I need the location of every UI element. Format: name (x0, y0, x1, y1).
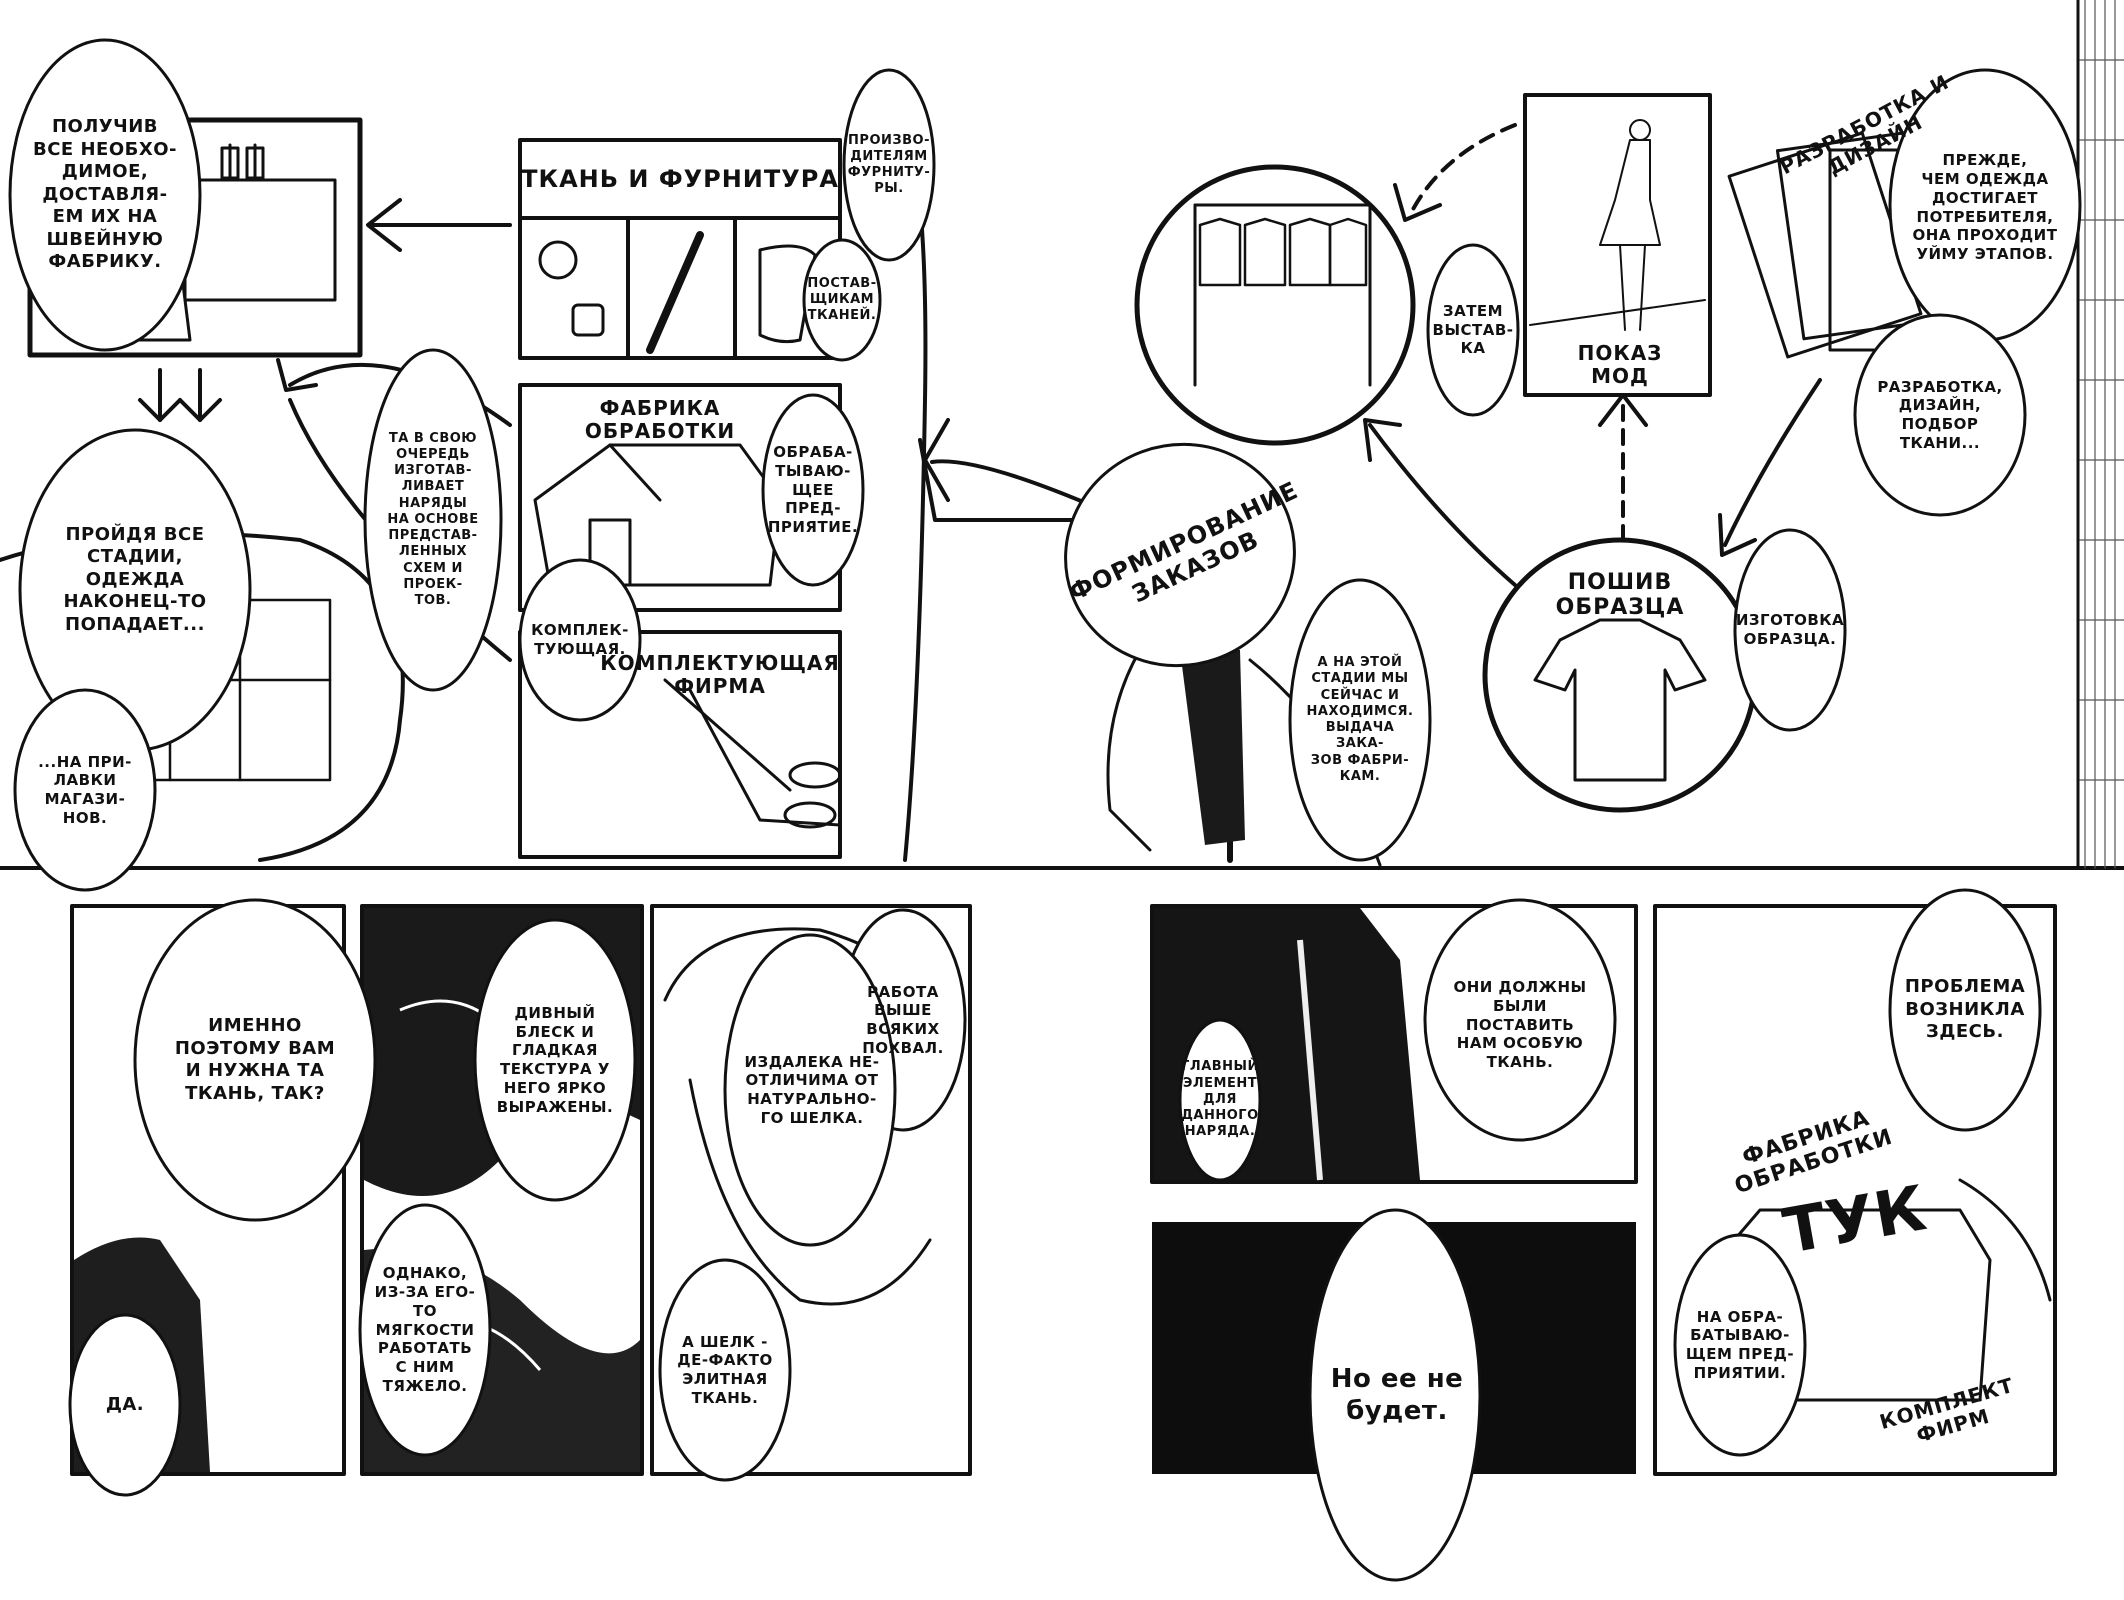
component-box (518, 630, 842, 859)
speech-bubble-p4-special: ОНИ ДОЛЖНЫ БЫЛИ ПОСТАВИТЬ НАМ ОСОБУЮ ТКА… (1453, 978, 1587, 1072)
panel-4 (1150, 904, 1638, 1184)
speech-bubble-p4-element: ГЛАВНЫЙ ЭЛЕМЕНТ ДЛЯ ДАННОГО НАРЯДА. (1181, 1059, 1259, 1140)
component-firm-caption: КОМПЛЕКТУЮЩАЯ ФИРМА (600, 651, 840, 698)
speech-bubble-shelves: ...НА ПРИ- ЛАВКИ МАГАЗИ- НОВ. (38, 752, 132, 827)
fashion-show-caption: ПОКАЗ МОД (1577, 341, 1663, 388)
speech-bubble-development: РАЗРАБОТКА, ДИЗАЙН, ПОДБОР ТКАНИ... (1877, 377, 2003, 452)
speech-bubble-p2-top: ДИВНЫЙ БЛЕСК И ГЛАДКАЯ ТЕКСТУРА У НЕГО Я… (496, 1003, 614, 1116)
speech-bubble-this-stage: А НА ЭТОЙ СТАДИИ МЫ СЕЙЧАС И НАХОДИМСЯ. … (1306, 655, 1414, 784)
speech-bubble-p5-problem: ПРОБЛЕМА ВОЗНИКЛА ЗДЕСЬ. (1904, 976, 2026, 1043)
speech-bubble-p5-at: НА ОБРА- БАТЫВАЮ- ЩЕМ ПРЕД- ПРИЯТИИ. (1685, 1307, 1795, 1382)
speech-bubble-p3-elite: А ШЕЛК - ДЕ-ФАКТО ЭЛИТНАЯ ТКАНЬ. (677, 1332, 773, 1407)
speech-bubble-p2-bottom: ОДНАКО, ИЗ-ЗА ЕГО-ТО МЯГКОСТИ РАБОТАТЬ С… (374, 1264, 476, 1395)
panel-2 (360, 904, 644, 1476)
grid-strip (2079, 0, 2124, 869)
rack-circle (1134, 164, 1416, 446)
fabric-trim-caption: ТКАНЬ И ФУРНИТУРА (521, 165, 839, 194)
panel-1 (70, 904, 346, 1476)
speech-bubble-p6: Но ее не будет. (1330, 1363, 1464, 1427)
speech-bubble-trim-makers: ПРОИЗВО- ДИТЕЛЯМ ФУРНИТУ- РЫ. (847, 132, 931, 197)
speech-bubble-in-turn: ТА В СВОЮ ОЧЕРЕДЬ ИЗГОТАВ- ЛИВАЕТ НАРЯДЫ… (387, 430, 479, 609)
speech-bubble-received: ПОЛУЧИВ ВСЕ НЕОБХО- ДИМОЕ, ДОСТАВЛЯ- ЕМ … (32, 116, 178, 273)
speech-bubble-processing: ОБРАБА- ТЫВАЮ- ЩЕЕ ПРЕД- ПРИЯТИЕ. (767, 443, 859, 537)
fashion-show-card (1523, 93, 1712, 397)
speech-bubble-p3-silk-like: ИЗДАЛЕКА НЕ- ОТЛИЧИМА ОТ НАТУРАЛЬНО- ГО … (744, 1052, 880, 1127)
speech-bubble-fabric-suppliers: ПОСТАВ- ЩИКАМ ТКАНЕЙ. (807, 275, 877, 324)
panel-3 (650, 904, 972, 1476)
panel-5 (1653, 904, 2057, 1476)
speech-bubble-before: ПРЕЖДЕ, ЧЕМ ОДЕЖДА ДОСТИГАЕТ ПОТРЕБИТЕЛЯ… (1912, 151, 2058, 263)
speech-bubble-p3-praise: РАБОТА ВЫШЕ ВСЯКИХ ПОХВАЛ. (862, 982, 944, 1057)
speech-bubble-component: КОМПЛЕК- ТУЮЩАЯ. (531, 621, 629, 658)
speech-bubble-p1: ИМЕННО ПОЭТОМУ ВАМ И НУЖНА ТА ТКАНЬ, ТАК… (174, 1015, 336, 1104)
processing-factory-caption: ФАБРИКА ОБРАБОТКИ (584, 396, 736, 443)
speech-bubble-exhibition: ЗАТЕМ ВЫСТАВ- КА (1432, 301, 1514, 358)
speech-bubble-sample-making: ИЗГОТОВКА ОБРАЗЦА. (1735, 611, 1845, 648)
speech-bubble-p1-reply: ДА. (105, 1393, 145, 1415)
sample-sewing-caption: ПОШИВ ОБРАЗЦА (1555, 569, 1685, 620)
speech-bubble-stages: ПРОЙДЯ ВСЕ СТАДИИ, ОДЕЖДА НАКОНЕЦ-ТО ПОП… (63, 523, 207, 635)
